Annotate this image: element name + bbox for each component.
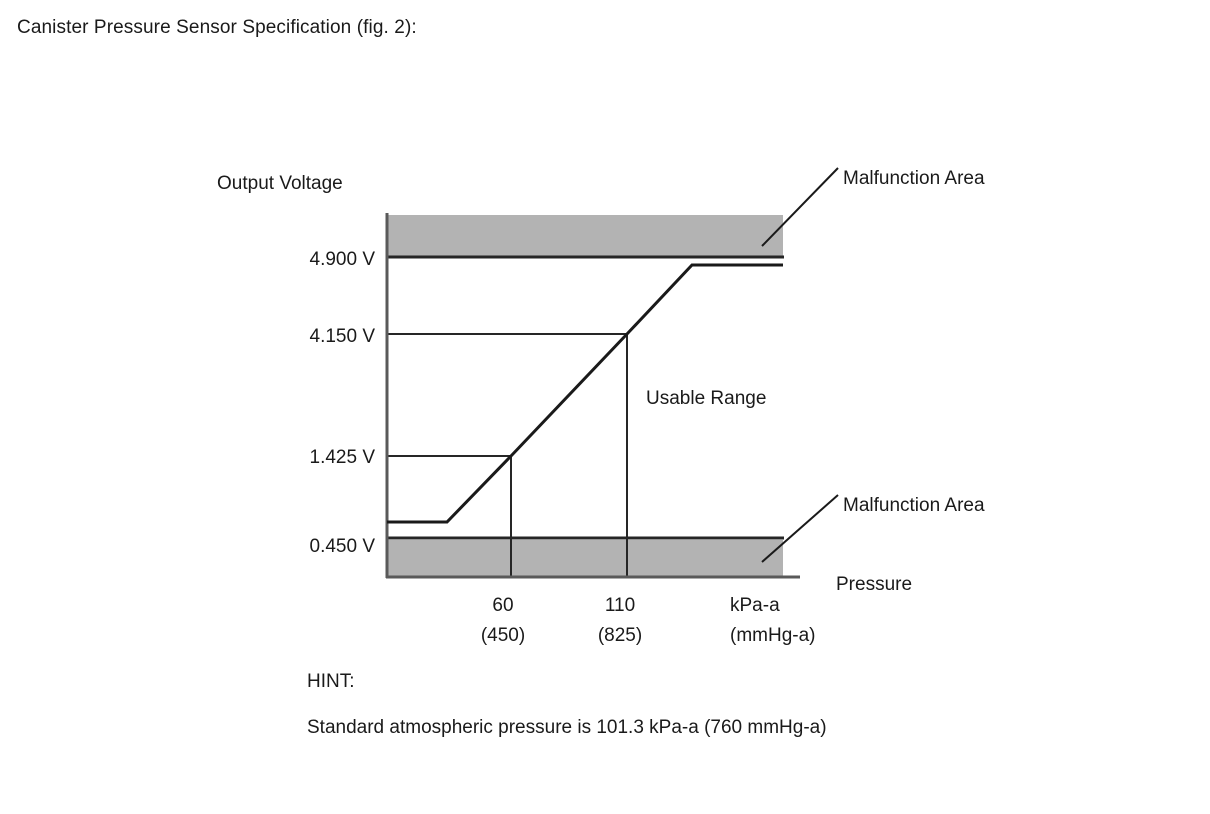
- malfunction-band-lower: [387, 540, 783, 576]
- x-tick-label-825: (825): [598, 625, 642, 646]
- x-tick-label-110: 110: [605, 595, 635, 616]
- sensor-output-curve: [387, 263, 783, 524]
- malfunction-band-upper: [387, 215, 783, 257]
- hint-label: HINT:: [307, 671, 355, 692]
- y-tick-label-4900: 4.900 V: [310, 249, 376, 270]
- x-tick-label-450: (450): [481, 625, 525, 646]
- x-unit-label-kpa: kPa-a: [730, 595, 780, 616]
- hint-block: HINT: Standard atmospheric pressure is 1…: [307, 672, 827, 737]
- annotation-malfunction-upper: Malfunction Area: [843, 168, 985, 189]
- x-axis-title: Pressure: [836, 574, 912, 595]
- x-unit-label-mmhg: (mmHg-a): [730, 625, 816, 646]
- y-tick-label-1425: 1.425 V: [310, 447, 376, 468]
- leader-line-malfunction-upper: [761, 167, 839, 247]
- y-tick-label-4150: 4.150 V: [310, 326, 376, 347]
- annotation-usable-range: Usable Range: [646, 388, 766, 409]
- leader-line-malfunction-lower: [761, 494, 839, 563]
- x-tick-label-60: 60: [492, 595, 513, 616]
- annotation-malfunction-lower: Malfunction Area: [843, 495, 985, 516]
- y-axis-title: Output Voltage: [217, 173, 343, 194]
- y-tick-label-0450: 0.450 V: [310, 536, 376, 557]
- page-title: Canister Pressure Sensor Specification (…: [17, 17, 417, 38]
- hint-text: Standard atmospheric pressure is 101.3 k…: [307, 717, 827, 738]
